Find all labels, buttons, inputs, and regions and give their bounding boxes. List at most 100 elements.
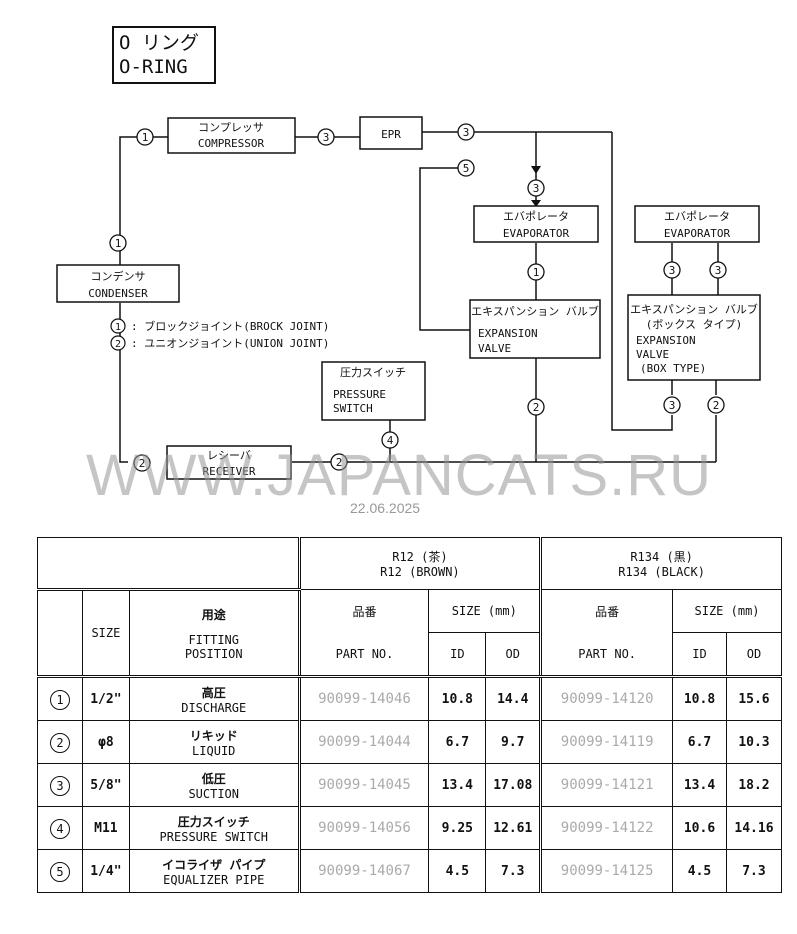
- r12-header-en: R12 (BROWN): [380, 565, 460, 579]
- marker-3-compressor: [317, 128, 335, 146]
- r134-id: 4.5: [672, 849, 727, 893]
- marker-3-box-left: [663, 261, 681, 279]
- r12-od: 7.3: [485, 849, 542, 893]
- expansion-valve-label-jp: エキスパンション バルブ: [471, 304, 599, 318]
- r134-part-number: 90099-14119: [539, 720, 674, 764]
- expansion-valve-box-en-3: (BOX TYPE): [640, 362, 706, 375]
- epr-label: EPR: [381, 128, 401, 141]
- r12-od: 12.61: [485, 806, 542, 850]
- marker-5-equalizer: [457, 159, 475, 177]
- row-size: 1/2": [81, 676, 130, 721]
- r12-size-mm: SIZE (mm): [428, 589, 542, 633]
- row-number: 5: [37, 849, 83, 893]
- expansion-valve-box: [469, 299, 601, 359]
- r12-id: 4.5: [428, 849, 487, 893]
- receiver-box: [166, 445, 292, 480]
- r12-header: R12 (茶) R12 (BROWN): [297, 537, 542, 590]
- marker-num: 3: [533, 182, 540, 195]
- condenser-label: CONDENSER: [88, 287, 148, 300]
- row-fitting-en: LIQUID: [192, 743, 236, 758]
- r134-header-jp: R134 (黒): [630, 550, 693, 564]
- row-number-circle: 2: [49, 732, 70, 753]
- r134-od: 7.3: [725, 849, 783, 893]
- evaporator2-label: EVAPORATOR: [664, 227, 731, 240]
- legend-block-joint: : ブロックジョイント(BROCK JOINT): [131, 319, 329, 333]
- marker-num: 3: [323, 131, 330, 144]
- expansion-valve-label-1: EXPANSION: [478, 327, 538, 340]
- refrigerant-circuit-diagram: コンプレッサ COMPRESSOR EPR エバポレータ EVAPORATOR …: [56, 116, 761, 480]
- marker-num: 1: [533, 266, 540, 279]
- r134-od: 15.6: [725, 676, 783, 721]
- row-size: M11: [81, 806, 130, 850]
- pressure-switch-label-jp: 圧力スイッチ: [340, 366, 406, 379]
- compressor-label-jp: コンプレッサ: [198, 121, 264, 134]
- row-fitting-jp: 圧力スイッチ: [177, 814, 250, 829]
- r134-header-en: R134 (BLACK): [618, 565, 705, 579]
- r134-od: 10.3: [725, 720, 783, 764]
- r12-od-header: OD: [485, 632, 542, 678]
- marker-3-box-bottom: [663, 396, 681, 414]
- r12-header-jp: R12 (茶): [392, 550, 448, 564]
- r134-part-number: 90099-14122: [539, 806, 674, 850]
- r134-size-mm: SIZE (mm): [672, 589, 782, 633]
- r134-part-number: 90099-14120: [539, 676, 674, 721]
- row-fitting-jp: 高圧: [201, 685, 226, 700]
- r134-id-header: ID: [672, 632, 727, 678]
- header-fitting-position: 用途 FITTING POSITION: [128, 589, 300, 678]
- r12-id: 6.7: [428, 720, 487, 764]
- r134-od-header: OD: [725, 632, 783, 678]
- r12-id: 10.8: [428, 676, 487, 721]
- marker-num: 1: [142, 131, 149, 144]
- title-jp: O リング: [119, 32, 199, 54]
- row-number: 3: [37, 763, 83, 807]
- marker-num: 2: [139, 457, 146, 470]
- watermark-date: 22.06.2025: [350, 500, 421, 516]
- r134-part-number: 90099-14121: [539, 763, 674, 807]
- r12-part-number: 90099-14044: [297, 720, 430, 764]
- marker-num: 1: [115, 237, 122, 250]
- row-fitting-en: EQUALIZER PIPE: [163, 872, 265, 887]
- row-fitting-jp: リキッド: [189, 728, 238, 743]
- r134-id: 10.8: [672, 676, 727, 721]
- use-en-2: POSITION: [184, 646, 243, 661]
- evaporator-box-2: [634, 205, 760, 243]
- row-fitting-en: DISCHARGE: [181, 700, 247, 715]
- legend-marker-2: [110, 335, 126, 351]
- compressor-label: COMPRESSOR: [198, 137, 265, 150]
- title-en: O-RING: [119, 56, 188, 78]
- o-ring-title: O リング O-RING: [112, 26, 216, 84]
- marker-2-receiver-out: [330, 453, 348, 471]
- r134-od: 18.2: [725, 763, 783, 807]
- r12-id: 13.4: [428, 763, 487, 807]
- r12-part-number: 90099-14046: [297, 676, 430, 721]
- legend-union-joint: : ユニオンジョイント(UNION JOINT): [131, 337, 329, 350]
- r12-part-number: 90099-14067: [297, 849, 430, 893]
- row-size: 5/8": [81, 763, 130, 807]
- r12-od: 17.08: [485, 763, 542, 807]
- row-fitting-en: PRESSURE SWITCH: [159, 829, 268, 844]
- pressure-switch-label-1: PRESSURE: [333, 388, 386, 401]
- r134-header: R134 (黒) R134 (BLACK): [539, 537, 782, 590]
- r12-part-number: 90099-14045: [297, 763, 430, 807]
- header-blank: [37, 537, 300, 591]
- marker-2-expansion: [527, 398, 545, 416]
- header-no: [37, 589, 83, 678]
- marker-num: 3: [715, 264, 722, 277]
- r12-id-header: ID: [428, 632, 487, 678]
- expansion-valve-box-en-2: VALVE: [636, 348, 669, 361]
- condenser-label-jp: コンデンサ: [91, 269, 146, 283]
- marker-1-condenser: [109, 234, 127, 252]
- legend-marker-1-num: 1: [115, 322, 121, 333]
- row-number-circle: 3: [49, 775, 70, 796]
- compressor-box: [167, 117, 296, 154]
- r134-part-number: 90099-14125: [539, 849, 674, 893]
- row-number: 1: [37, 676, 83, 721]
- use-jp: 用途: [201, 607, 226, 622]
- marker-3-epr: [457, 123, 475, 141]
